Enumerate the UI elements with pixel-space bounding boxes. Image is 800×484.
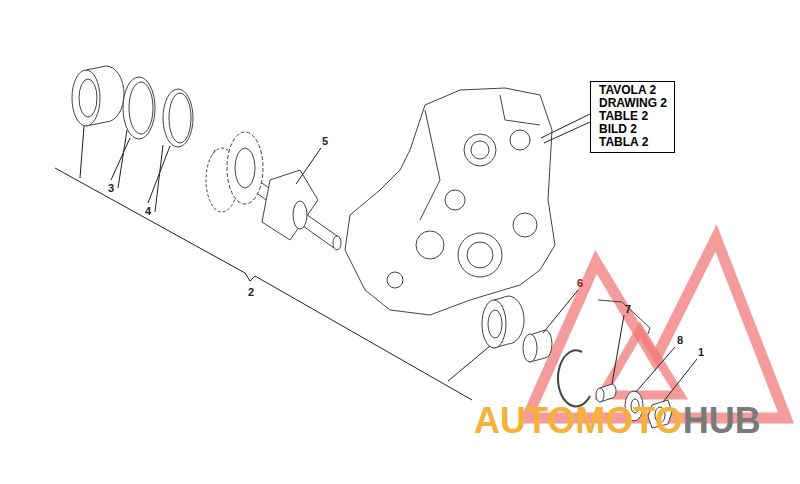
group-bracket — [55, 168, 472, 400]
table-reference: BILD 2 — [599, 123, 668, 136]
bearing — [72, 66, 124, 126]
callout-number: 6 — [577, 277, 583, 289]
table-reference: TABLA 2 — [599, 136, 668, 149]
watermark-logo — [527, 238, 786, 418]
circlip — [558, 350, 590, 406]
pin — [596, 384, 616, 402]
leader-lines — [55, 114, 697, 402]
callout-number: 1 — [698, 346, 704, 358]
table-reference: TAVOLA 2 — [599, 84, 668, 97]
shim-ring — [123, 77, 155, 139]
watermark-text: AUTOMOTO — [474, 403, 683, 439]
watermark-text: HUB — [683, 403, 761, 439]
bushing — [523, 330, 552, 362]
table-reference: DRAWING 2 — [599, 97, 668, 110]
callout-number: 7 — [625, 303, 631, 315]
drawing-reference-box: TAVOLA 2DRAWING 2TABLE 2BILD 2TABLA 2 — [590, 81, 675, 153]
callout-number: 8 — [677, 334, 683, 346]
table-reference: TABLE 2 — [599, 110, 668, 123]
callout-number: 2 — [248, 286, 254, 298]
balance-shaft — [206, 132, 341, 250]
bearing — [482, 296, 524, 348]
circlip-ring — [163, 89, 193, 147]
callout-number: 4 — [145, 205, 151, 217]
callout-number: 5 — [322, 135, 328, 147]
callout-number: 3 — [108, 182, 114, 194]
crankcase — [345, 88, 555, 315]
